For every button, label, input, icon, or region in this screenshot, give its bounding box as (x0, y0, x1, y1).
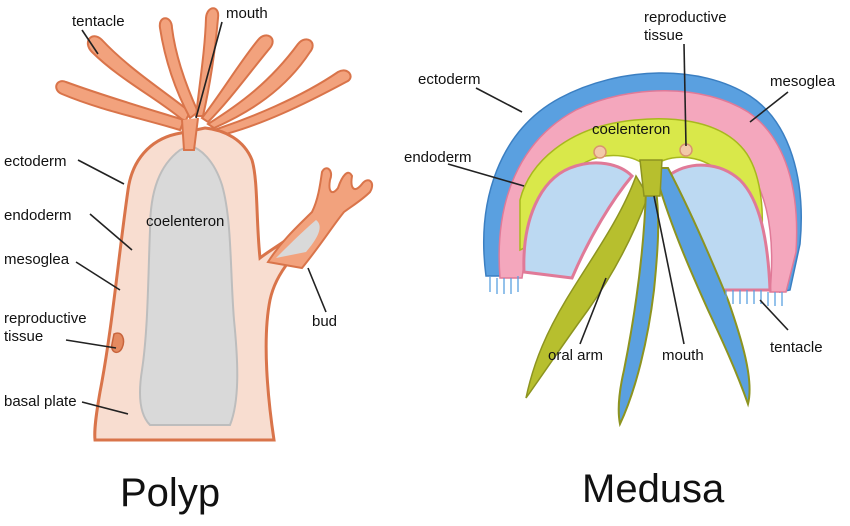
medusa-label-coelenteron: coelenteron (592, 121, 670, 138)
polyp-label-ectoderm: ectoderm (4, 153, 67, 170)
medusa-oral-arm-right (652, 167, 751, 408)
polyp-tentacles (55, 7, 352, 138)
medusa-manubrium (639, 159, 663, 197)
medusa-label-mesoglea: mesoglea (770, 73, 836, 90)
medusa-labels: reproductive tissue ectoderm mesoglea co… (404, 9, 836, 364)
medusa-label-reproductive-line2: tissue (644, 27, 683, 44)
polyp-label-coelenteron: coelenteron (146, 213, 224, 230)
polyp-label-mesoglea: mesoglea (4, 251, 70, 268)
medusa-oral-arm-center (617, 189, 660, 428)
polyp-label-tentacle: tentacle (72, 13, 125, 30)
medusa-label-oral-arm: oral arm (548, 347, 603, 364)
medusa-label-reproductive-line1: reproductive (644, 9, 727, 26)
medusa-subumbrella-left (522, 161, 635, 280)
medusa-label-endoderm: endoderm (404, 149, 472, 166)
medusa-reproductive-tissue-left (593, 145, 607, 159)
polyp-reproductive-tissue (110, 332, 125, 354)
medusa-leader-lines (447, 43, 789, 345)
medusa-figure (483, 72, 802, 428)
medusa-oral-arm-left (525, 174, 649, 399)
medusa-marginal-tentacles (489, 276, 783, 306)
medusa-label-ectoderm: ectoderm (418, 71, 481, 88)
medusa-label-mouth: mouth (662, 347, 704, 364)
polyp-figure (55, 7, 374, 442)
medusa-title: Medusa (582, 467, 725, 511)
medusa-label-tentacle: tentacle (770, 339, 823, 356)
polyp-label-mouth: mouth (226, 5, 268, 22)
polyp-mouth-opening (181, 117, 199, 151)
polyp-label-endoderm: endoderm (4, 207, 72, 224)
polyp-labels: tentacle mouth ectoderm endoderm coelent… (4, 5, 337, 410)
polyp-coelenteron (139, 144, 239, 426)
polyp-leader-lines (65, 21, 327, 415)
polyp-label-reproductive-line2: tissue (4, 328, 43, 345)
polyp-label-bud: bud (312, 313, 337, 330)
polyp-label-basal-plate: basal plate (4, 393, 77, 410)
polyp-title: Polyp (120, 471, 220, 515)
polyp-label-reproductive-line1: reproductive (4, 310, 87, 327)
